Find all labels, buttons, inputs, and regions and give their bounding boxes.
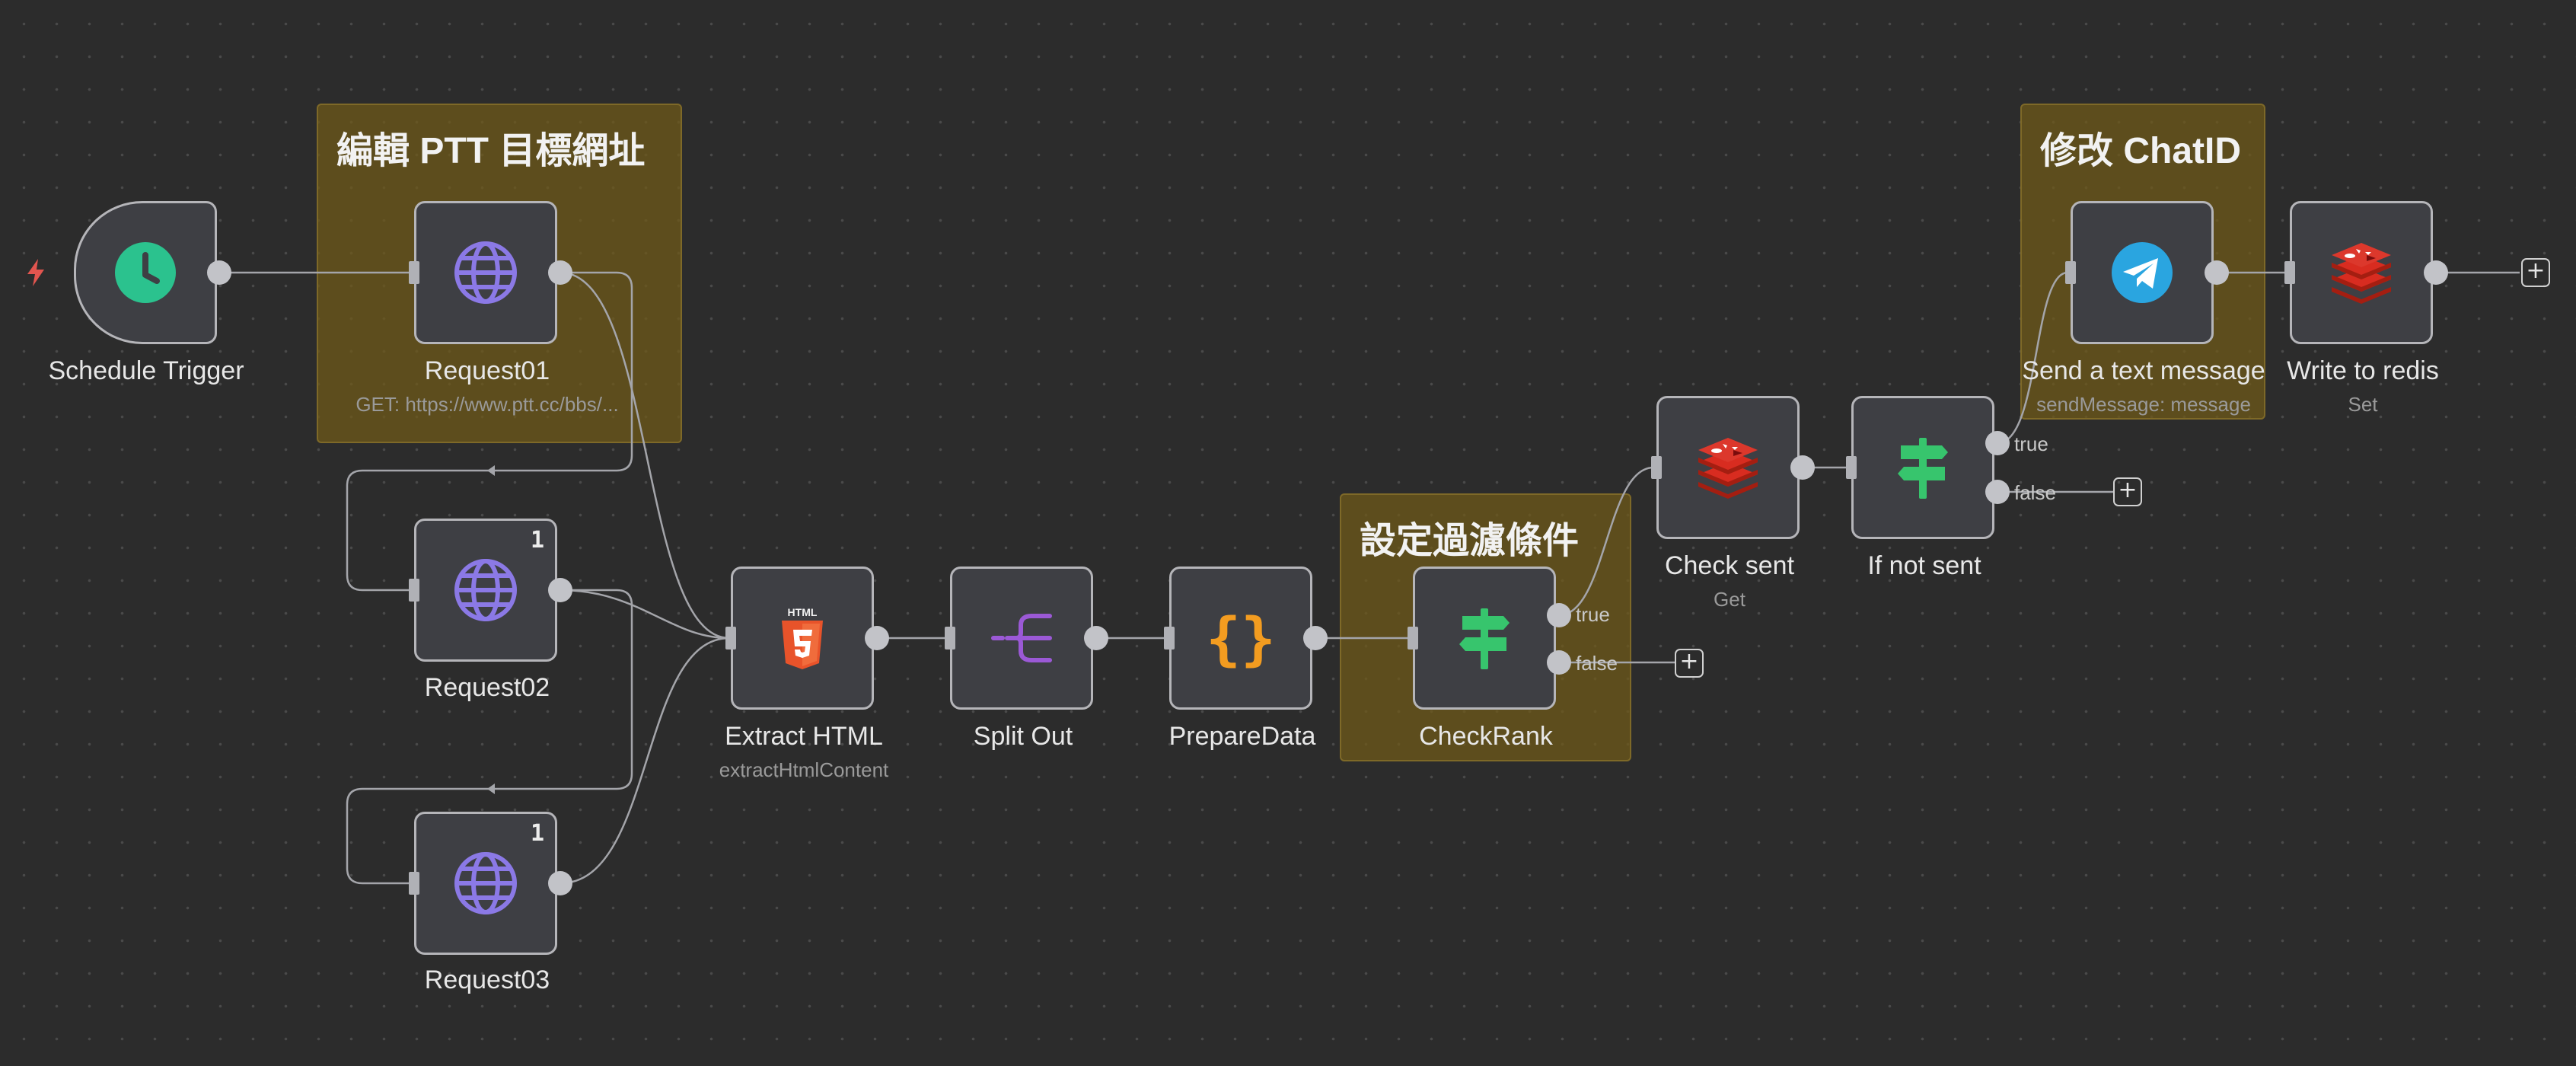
output-port[interactable] — [1084, 626, 1108, 650]
output-port[interactable] — [1790, 455, 1815, 480]
curly-braces-icon: {} — [1206, 605, 1276, 672]
telegram-icon — [2112, 242, 2173, 303]
input-port[interactable] — [409, 872, 419, 895]
node-label: Send a text message — [2022, 356, 2265, 385]
input-port[interactable] — [1651, 456, 1662, 479]
node-label: Request03 — [424, 965, 550, 994]
lightning-bolt-icon — [27, 259, 44, 286]
output-port[interactable] — [548, 578, 572, 602]
node-label: If not sent — [1867, 551, 1981, 580]
input-port[interactable] — [409, 579, 419, 602]
node-label: Request01 — [424, 356, 550, 385]
svg-text:HTML: HTML — [788, 606, 818, 618]
connection-checkrank-checksent — [1558, 466, 1654, 617]
branch-label-false: false — [2014, 481, 2056, 504]
svg-text:{}: {} — [1206, 605, 1276, 672]
node-label: Request02 — [424, 673, 550, 702]
branch-label-false: false — [1576, 652, 1618, 675]
clock-icon — [115, 242, 176, 303]
sticky-note-title: 修改 ChatID — [2040, 131, 2242, 171]
branch-label-true: true — [1576, 603, 1610, 626]
signpost-icon — [1898, 438, 1948, 499]
branch-label-true: true — [2014, 432, 2048, 455]
input-port[interactable] — [1164, 627, 1175, 649]
output-port[interactable] — [207, 260, 231, 285]
output-port[interactable] — [548, 260, 572, 285]
connection-request03-extract — [560, 637, 730, 885]
node-subtitle: GET: https://www.ptt.cc/bbs/... — [355, 393, 619, 416]
connection-request01-extract — [560, 271, 730, 640]
output-port[interactable] — [865, 626, 889, 650]
add-node-button[interactable]: + — [2521, 258, 2550, 287]
node-write-to-redis[interactable] — [2290, 201, 2433, 344]
redis-icon — [1698, 438, 1758, 499]
sticky-note-title: 設定過濾條件 — [1360, 521, 1580, 561]
input-port[interactable] — [409, 261, 419, 284]
output-port[interactable] — [1303, 626, 1328, 650]
connection-arrow — [487, 784, 495, 794]
signpost-icon — [1459, 608, 1510, 669]
globe-icon — [454, 559, 517, 621]
input-port[interactable] — [1408, 627, 1418, 649]
run-count-badge: 1 — [530, 820, 544, 847]
node-subtitle: extractHtmlContent — [719, 758, 889, 781]
input-port[interactable] — [945, 627, 955, 649]
node-label: Write to redis — [2287, 356, 2439, 385]
node-subtitle: sendMessage: message — [2036, 393, 2251, 416]
node-label: CheckRank — [1419, 722, 1553, 751]
input-port[interactable] — [1846, 456, 1857, 479]
output-port[interactable] — [548, 871, 572, 895]
node-prepare-data[interactable]: {} — [1169, 567, 1312, 710]
globe-icon — [454, 852, 517, 914]
node-extract-html[interactable]: HTML — [731, 567, 874, 710]
node-subtitle: Set — [2348, 393, 2378, 416]
node-schedule-trigger[interactable] — [74, 201, 217, 344]
node-send-telegram-message[interactable] — [2071, 201, 2214, 344]
html5-icon: HTML — [782, 606, 823, 669]
node-check-sent[interactable] — [1656, 396, 1800, 539]
connection-ifnotsent-telegram — [1997, 271, 2068, 445]
node-request01[interactable] — [414, 201, 557, 344]
node-label: Extract HTML — [725, 722, 883, 751]
input-port[interactable] — [2284, 261, 2295, 284]
input-port[interactable] — [2065, 261, 2076, 284]
node-checkrank[interactable] — [1413, 567, 1556, 710]
run-count-badge: 1 — [530, 527, 544, 554]
output-port-false[interactable] — [1547, 650, 1571, 675]
input-port[interactable] — [725, 627, 736, 649]
node-label: Split Out — [973, 722, 1073, 751]
node-subtitle: Get — [1714, 588, 1745, 611]
add-node-button[interactable]: + — [2113, 477, 2142, 506]
redis-icon — [2332, 243, 2391, 304]
add-node-button[interactable]: + — [1675, 649, 1704, 678]
connection-request02-extract — [560, 589, 730, 640]
split-out-icon — [991, 614, 1052, 662]
node-if-not-sent[interactable] — [1851, 396, 1994, 539]
node-label: Check sent — [1664, 551, 1795, 580]
sticky-note-title: 編輯 PTT 目標網址 — [336, 131, 646, 171]
output-port[interactable] — [2205, 260, 2229, 285]
output-port-true[interactable] — [1985, 431, 2010, 455]
output-port-true[interactable] — [1547, 603, 1571, 627]
output-port[interactable] — [2424, 260, 2448, 285]
connection-arrow — [487, 465, 495, 476]
globe-icon — [454, 241, 517, 304]
node-request03[interactable]: 1 — [414, 812, 557, 955]
node-split-out[interactable] — [950, 567, 1093, 710]
output-port-false[interactable] — [1985, 480, 2010, 504]
node-label: PrepareData — [1168, 722, 1316, 751]
node-request02[interactable]: 1 — [414, 519, 557, 662]
node-label: Schedule Trigger — [48, 356, 244, 385]
